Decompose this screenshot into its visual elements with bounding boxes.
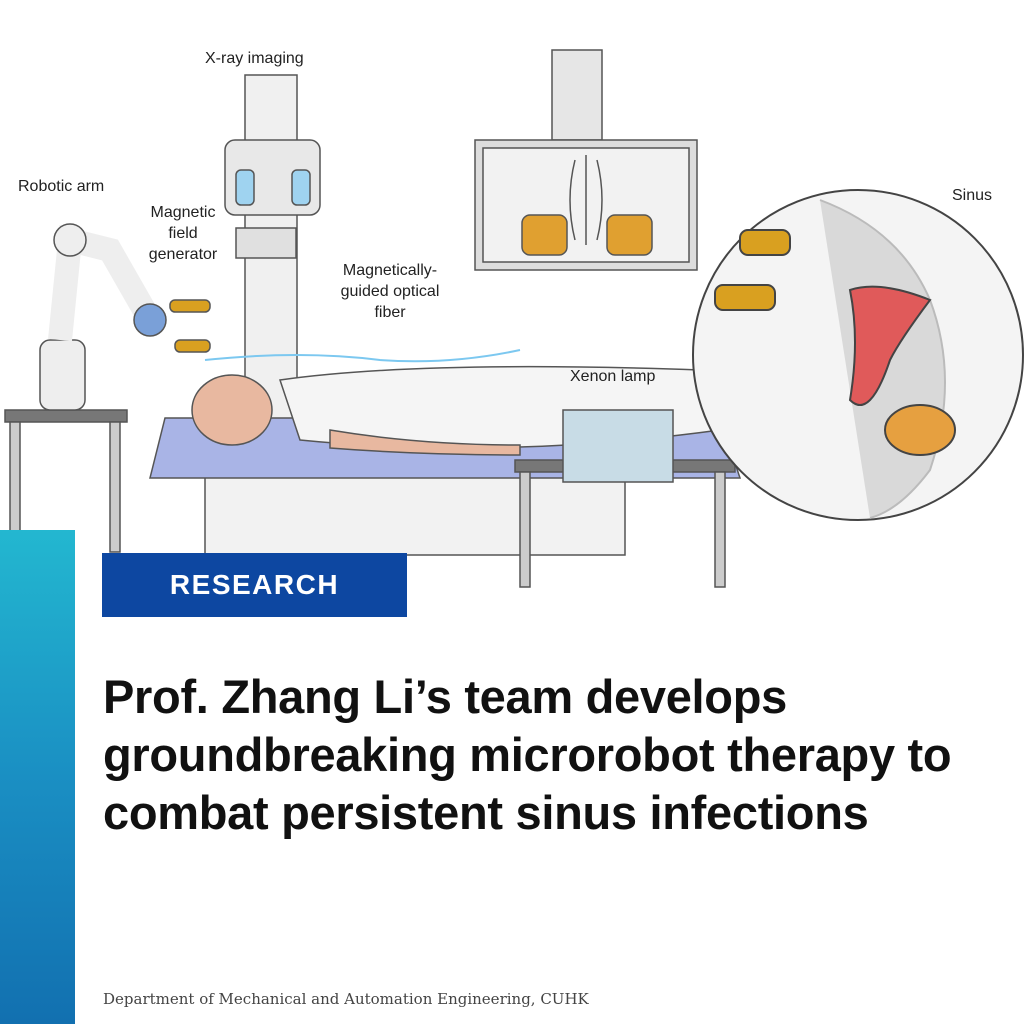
category-badge: RESEARCH <box>102 553 407 617</box>
illustration-drawing <box>4 49 1024 588</box>
monitor <box>474 49 698 271</box>
label-xray-imaging: X-ray imaging <box>205 50 304 67</box>
accent-bar <box>0 530 75 1024</box>
label-line: guided optical <box>340 283 440 300</box>
xray-machine <box>224 74 321 556</box>
headline: Prof. Zhang Li’s team develops groundbre… <box>103 670 952 839</box>
xenon-lamp <box>514 409 736 588</box>
medical-illustration: X-ray imaging Robotic arm Magnetic field… <box>4 49 1024 588</box>
label-line: fiber <box>374 304 406 321</box>
source-credit: Department of Mechanical and Automation … <box>103 990 589 1008</box>
label-magnetic-field-generator: Magnetic field generator <box>138 202 228 265</box>
label-line: Magnetic <box>150 204 216 221</box>
label-line: generator <box>148 246 218 263</box>
label-sinus: Sinus <box>952 187 993 204</box>
label-optical-fiber: Magnetically- guided optical fiber <box>325 260 455 323</box>
label-robotic-arm: Robotic arm <box>18 178 105 195</box>
label-line: field <box>168 225 198 242</box>
label-line: Magnetically- <box>342 262 438 279</box>
robotic-arm <box>4 223 211 553</box>
sinus-inset <box>692 189 1024 521</box>
label-xenon-lamp: Xenon lamp <box>570 368 656 385</box>
